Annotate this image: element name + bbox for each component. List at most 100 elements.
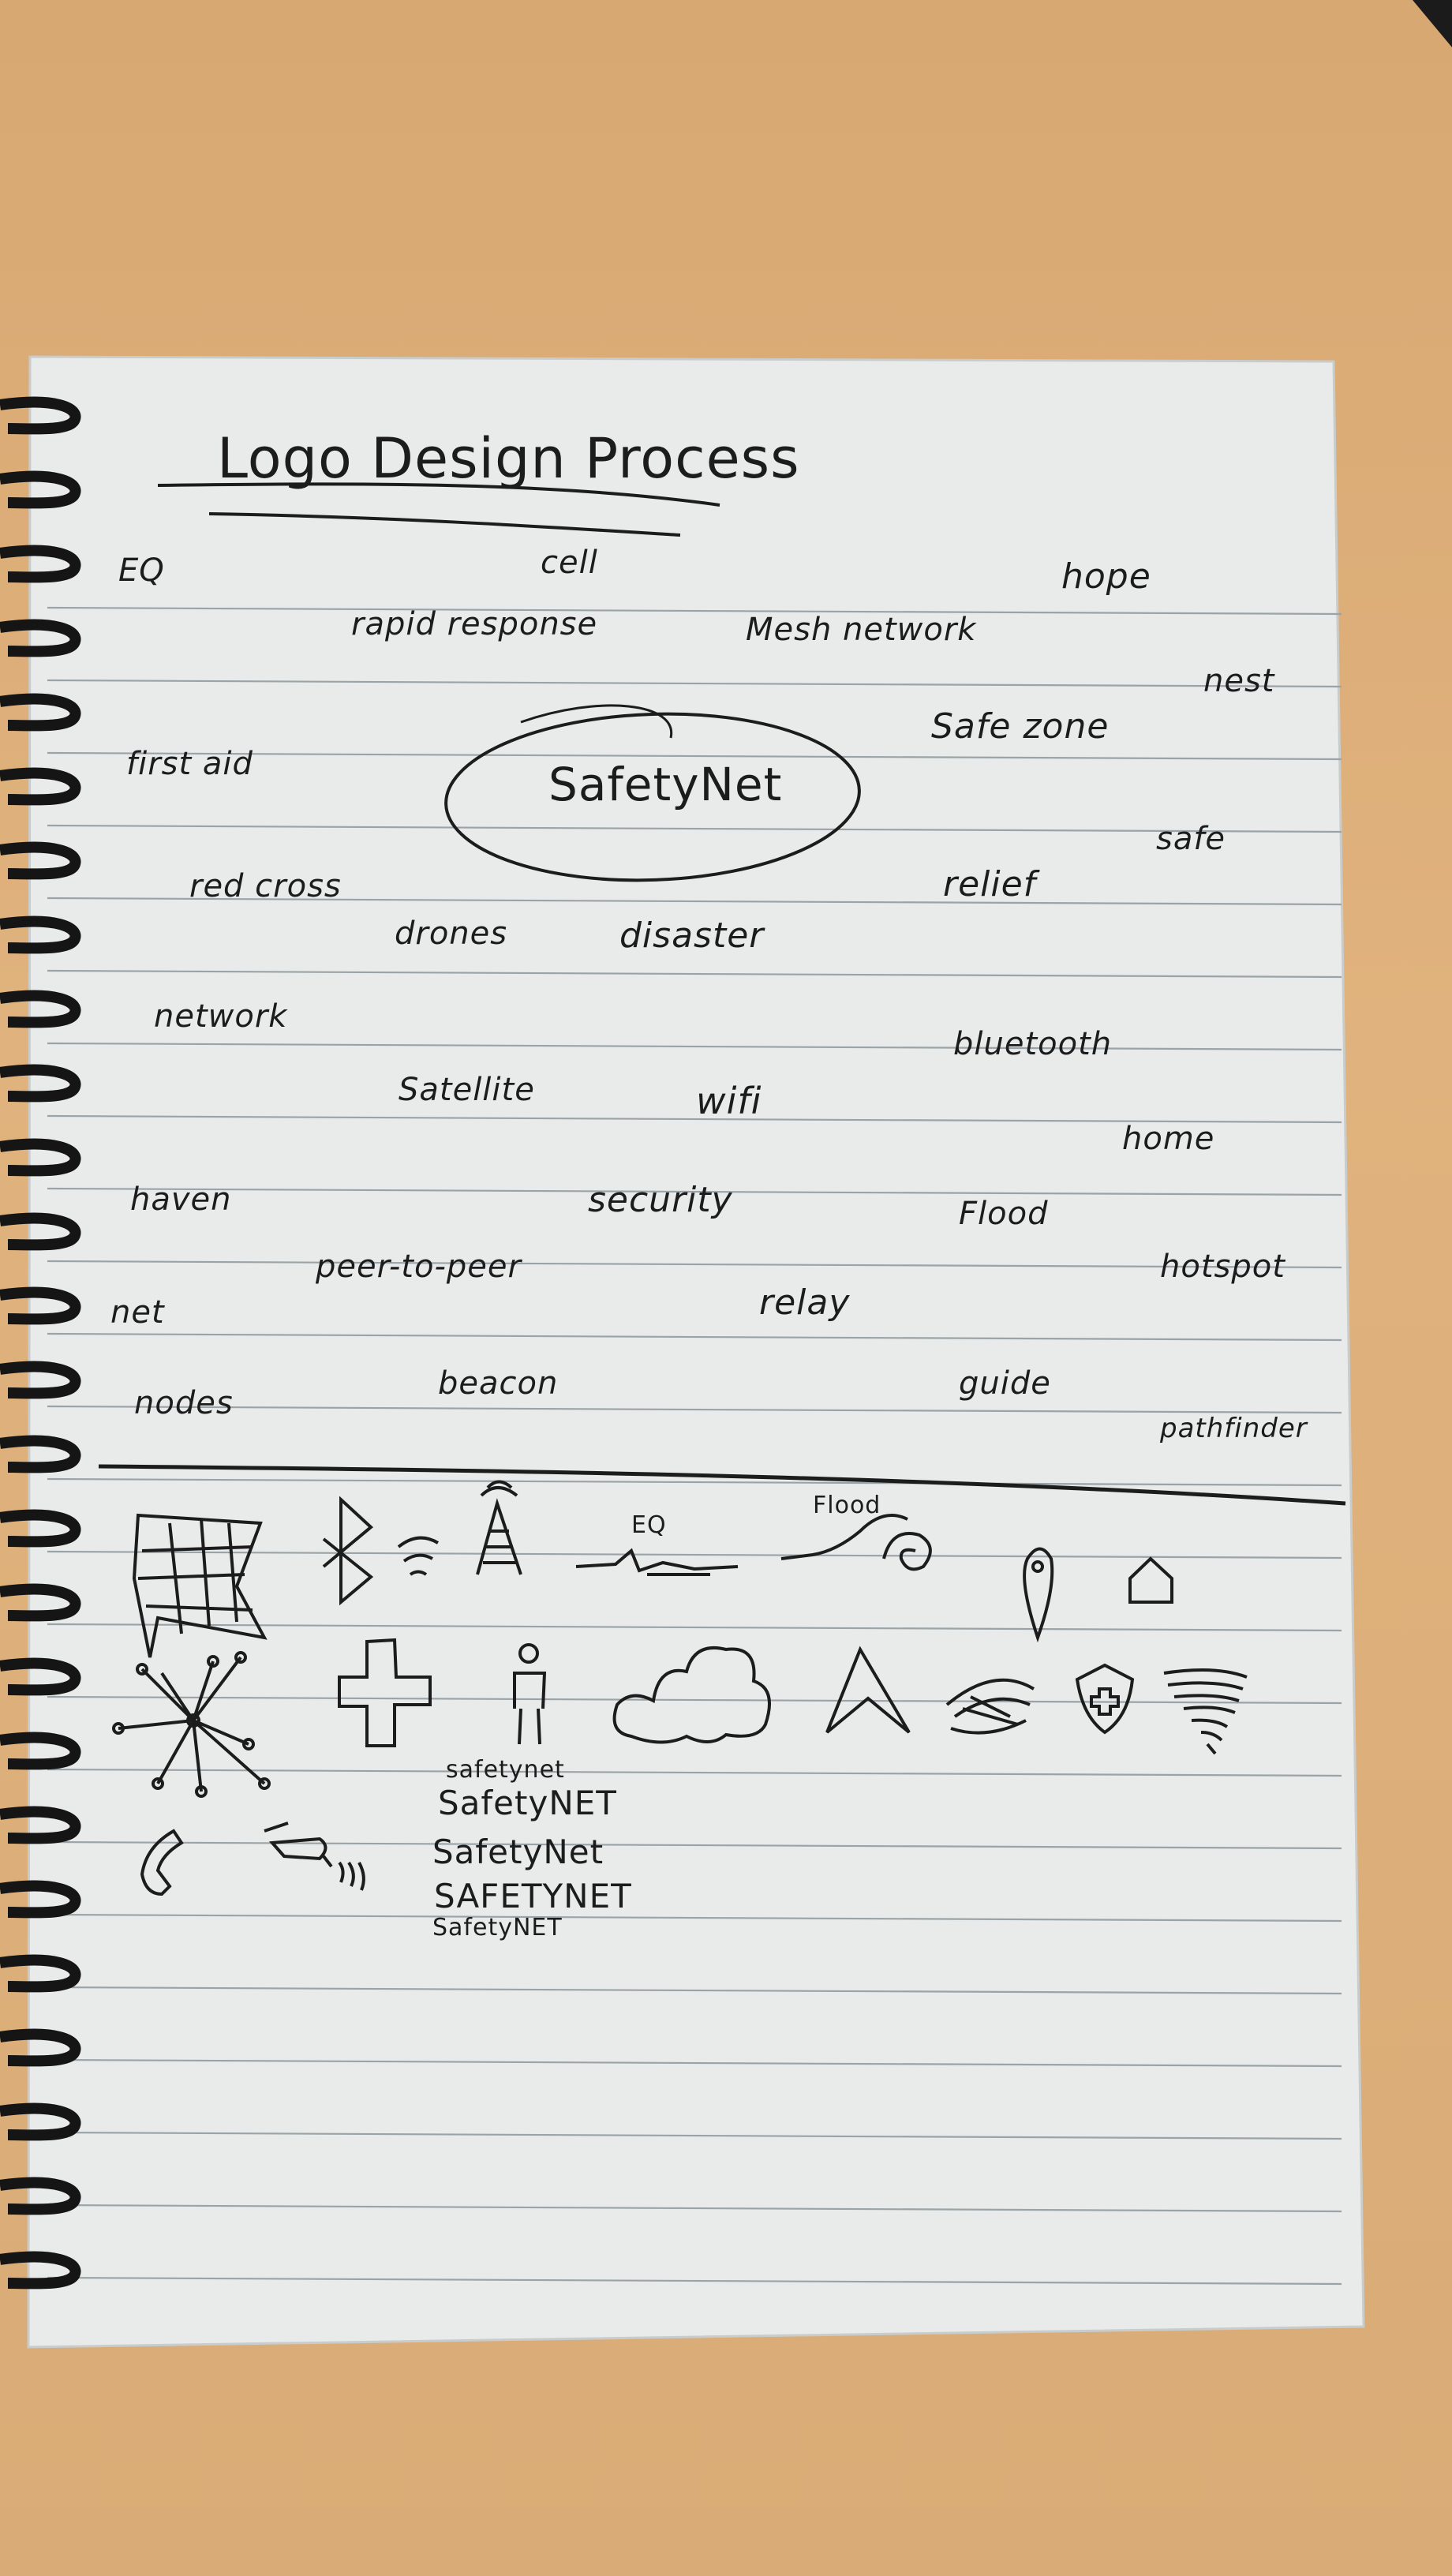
spiral-ring <box>0 2251 81 2290</box>
word-hope: hope <box>1061 556 1151 597</box>
word-safe-zone: Safe zone <box>931 706 1110 747</box>
title-underline-2 <box>208 512 681 537</box>
ruled-line <box>47 1986 1342 1995</box>
center-word: SafetyNet <box>548 758 783 811</box>
wave-icon <box>780 1514 932 1571</box>
ruled-line <box>47 1913 1342 1923</box>
spiral-ring <box>0 396 81 435</box>
spiral-ring <box>0 1138 81 1177</box>
ruled-line <box>47 2203 1342 2213</box>
ruled-line <box>47 1332 1342 1342</box>
notebook-paper <box>27 355 1365 2349</box>
sketch-label-eq: EQ <box>631 1511 667 1539</box>
word-haven: haven <box>130 1181 232 1218</box>
word-satellite: Satellite <box>399 1072 535 1108</box>
ruled-line <box>47 1114 1342 1124</box>
ruled-line <box>47 1187 1342 1196</box>
page-title: Logo Design Process <box>217 426 800 491</box>
ruled-line <box>47 1405 1342 1414</box>
spiral-ring <box>0 767 81 806</box>
ruled-line <box>47 2276 1342 2286</box>
spiral-ring <box>0 990 81 1028</box>
house-icon <box>1128 1556 1173 1604</box>
ruled-line <box>47 1042 1342 1051</box>
title-underline <box>157 482 720 507</box>
spiral-ring <box>0 1954 81 1993</box>
word-nest: nest <box>1203 663 1275 699</box>
word-safe: safe <box>1156 821 1226 857</box>
logo-variant: SafetyNet <box>432 1833 604 1871</box>
section-divider <box>98 1464 1346 1506</box>
sketch-label-flood: Flood <box>813 1492 881 1519</box>
logo-variant: safetynet <box>446 1756 565 1784</box>
ruled-line <box>47 1477 1342 1487</box>
center-ellipse <box>444 712 861 882</box>
ruled-line <box>47 1550 1342 1559</box>
spiral-ring <box>0 1435 81 1473</box>
spiral-ring <box>0 1361 81 1399</box>
word-network: network <box>154 998 288 1035</box>
spiral-ring <box>0 1806 81 1844</box>
word-eq: EQ <box>118 552 165 589</box>
word-net: net <box>110 1294 165 1331</box>
ruled-line <box>47 606 1342 616</box>
word-peer-to-peer: peer-to-peer <box>316 1249 522 1285</box>
word-cell: cell <box>541 545 598 581</box>
ruled-line <box>47 1260 1342 1269</box>
ruled-line <box>47 2058 1342 2068</box>
ruled-line <box>47 1840 1342 1850</box>
word-mesh-network: Mesh network <box>746 612 977 648</box>
cross-icon <box>338 1638 432 1747</box>
bluetooth-icon <box>322 1496 374 1606</box>
spiral-ring <box>0 1286 81 1325</box>
spiral-ring <box>0 841 81 880</box>
word-pathfinder: pathfinder <box>1160 1413 1308 1444</box>
word-hotspot: hotspot <box>1160 1249 1285 1285</box>
word-rapid-response: rapid response <box>351 606 598 642</box>
ellipse-tail <box>520 704 673 739</box>
ruled-lines <box>47 606 1342 2286</box>
spiral-ring <box>0 915 81 954</box>
logo-variant: SafetyNET <box>438 1784 617 1822</box>
ruled-line <box>47 1768 1342 1777</box>
spiral-ring <box>0 1583 81 1622</box>
word-relay: relay <box>759 1282 851 1323</box>
word-relief: relief <box>943 864 1037 904</box>
spiral-ring <box>0 2028 81 2067</box>
desk-corner-shadow <box>1413 0 1452 47</box>
word-first-aid: first aid <box>126 746 253 782</box>
logo-variant: SafetyNET <box>432 1914 563 1941</box>
word-home: home <box>1122 1121 1215 1157</box>
ruled-line <box>47 1623 1342 1632</box>
logo-variant: SAFETYNET <box>434 1877 632 1915</box>
nest-icon <box>945 1678 1035 1735</box>
cell-tower-icon <box>476 1480 522 1575</box>
word-beacon: beacon <box>438 1365 559 1402</box>
spiral-ring <box>0 470 81 509</box>
earthquake-icon <box>575 1548 739 1576</box>
spiral-ring <box>0 693 81 732</box>
word-red-cross: red cross <box>189 868 342 904</box>
map-pin-icon <box>1023 1547 1054 1643</box>
spiral-ring <box>0 619 81 657</box>
spiral-ring <box>0 1509 81 1548</box>
spiral-ring <box>0 1064 81 1103</box>
spiral-ring <box>0 1732 81 1770</box>
ruled-line <box>47 969 1342 979</box>
word-disaster: disaster <box>619 915 765 956</box>
spiral-ring <box>0 1880 81 1919</box>
ruled-line <box>47 751 1342 761</box>
spiral-binding <box>0 396 81 2290</box>
spiral-ring <box>0 1657 81 1696</box>
word-nodes: nodes <box>134 1385 234 1421</box>
word-drones: drones <box>395 915 508 952</box>
wifi-icon <box>397 1536 440 1576</box>
ruled-line <box>47 679 1342 688</box>
ruled-line <box>47 824 1342 833</box>
ruled-line <box>47 897 1342 906</box>
spiral-ring <box>0 2177 81 2215</box>
shield-cross-icon <box>1075 1663 1135 1735</box>
person-icon <box>513 1643 547 1745</box>
spiral-ring <box>0 545 81 583</box>
